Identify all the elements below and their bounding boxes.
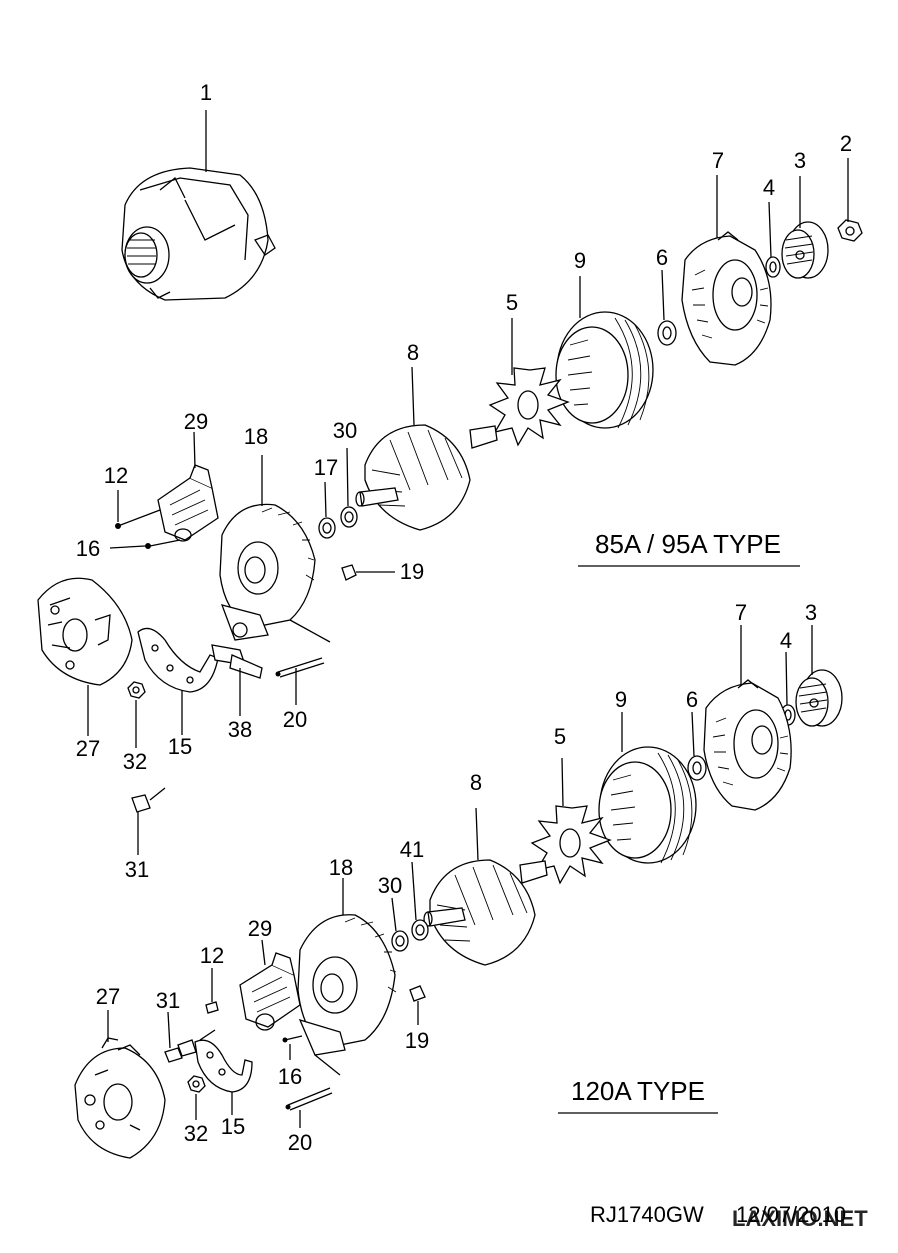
callout-29: 29 <box>184 409 208 434</box>
footer-watermark: LAXIMO.NET <box>732 1206 868 1231</box>
callout-labels-120a: 3 4 5 6 7 8 9 12 15 16 18 19 20 27 29 30… <box>96 600 817 1155</box>
callout-9: 9 <box>574 248 586 273</box>
callout-1: 1 <box>200 80 212 105</box>
callout-2: 2 <box>840 131 852 156</box>
part-15-rectifier <box>137 627 219 735</box>
callout-12: 12 <box>104 463 128 488</box>
callout-5-120a: 5 <box>554 724 566 749</box>
part-18-slip-ring-end-frame-120a <box>297 878 397 1056</box>
part-17-washer <box>318 481 336 539</box>
part-5-fan-120a <box>530 757 612 885</box>
part-41-washer <box>411 861 429 941</box>
part-9-stator-120a <box>598 712 697 864</box>
callout-17: 17 <box>314 455 338 480</box>
part-31-plug <box>131 787 166 855</box>
section-120a <box>74 625 843 1159</box>
part-32-nut-120a <box>187 1075 206 1120</box>
part-18-slip-ring-end-frame <box>219 455 316 641</box>
part-5-fan <box>488 318 570 447</box>
part-30-bearing <box>340 447 358 528</box>
part-3-pulley <box>781 176 829 279</box>
part-16-screw <box>109 539 181 549</box>
callout-labels-85a: 1 2 3 4 5 6 7 8 9 12 15 16 17 18 19 20 2… <box>76 80 852 882</box>
part-27-rear-cover-120a <box>74 1010 166 1159</box>
part-30-bearing-120a <box>391 897 409 952</box>
part-16-screw-120a <box>282 1035 303 1060</box>
part-19-plug-120a <box>409 985 426 1025</box>
callout-6: 6 <box>656 245 668 270</box>
part-32-nut <box>127 681 146 748</box>
part-12-screw-120a <box>205 968 219 1014</box>
part-29-regulator <box>157 431 219 542</box>
part-38-terminal-bolt <box>211 644 263 716</box>
callout-27-120a: 27 <box>96 984 120 1009</box>
callout-3-120a: 3 <box>805 600 817 625</box>
part-7-drive-end-frame-120a <box>703 625 792 811</box>
part-6-washer-120a <box>687 711 707 781</box>
callout-16-120a: 16 <box>278 1064 302 1089</box>
part-15-rectifier-120a <box>194 1029 253 1115</box>
callout-41-120a: 41 <box>400 837 424 862</box>
callout-38: 38 <box>228 717 252 742</box>
callout-6-120a: 6 <box>686 687 698 712</box>
callout-29-120a: 29 <box>248 916 272 941</box>
callout-5: 5 <box>506 290 518 315</box>
callout-7-120a: 7 <box>735 600 747 625</box>
part-3-pulley-120a <box>795 625 843 727</box>
callout-15-120a: 15 <box>221 1114 245 1139</box>
callout-4-120a: 4 <box>780 628 792 653</box>
part-31-plug-120a <box>164 1011 197 1063</box>
part-20-through-bolts <box>275 619 331 705</box>
callout-12-120a: 12 <box>200 943 224 968</box>
part-8-rotor <box>355 366 498 531</box>
callout-30: 30 <box>333 418 357 443</box>
callout-9-120a: 9 <box>615 687 627 712</box>
callout-8: 8 <box>407 340 419 365</box>
callout-16: 16 <box>76 536 100 561</box>
callout-4: 4 <box>763 175 775 200</box>
footer-date: 12/07/2010 <box>736 1202 846 1227</box>
part-4-spacer <box>765 201 781 278</box>
footer-diagram-code: RJ1740GW <box>590 1202 704 1227</box>
callout-32-120a: 32 <box>184 1121 208 1146</box>
callout-30-120a: 30 <box>378 873 402 898</box>
section-85a-95a <box>37 110 863 855</box>
callout-19-120a: 19 <box>405 1028 429 1053</box>
part-29-regulator-120a <box>239 939 301 1031</box>
callout-27: 27 <box>76 736 100 761</box>
part-7-drive-end-frame <box>681 175 772 366</box>
callout-31-120a: 31 <box>156 988 180 1013</box>
part-1-alternator-assembly <box>121 110 276 301</box>
part-20-through-bolts-120a <box>285 1054 341 1128</box>
part-19-plug <box>341 564 395 581</box>
callout-20-120a: 20 <box>288 1130 312 1155</box>
callout-8-120a: 8 <box>470 770 482 795</box>
part-8-rotor-120a <box>423 807 548 966</box>
part-6-washer <box>657 269 677 346</box>
section-title-120a: 120A TYPE <box>571 1076 705 1106</box>
callout-31: 31 <box>125 857 149 882</box>
section-title-85a: 85A / 95A TYPE <box>595 529 781 559</box>
callout-18-120a: 18 <box>329 855 353 880</box>
part-27-rear-cover <box>37 577 133 736</box>
part-2-nut <box>837 158 863 242</box>
callout-20: 20 <box>283 707 307 732</box>
callout-18: 18 <box>244 424 268 449</box>
callout-32: 32 <box>123 749 147 774</box>
callout-7: 7 <box>712 148 724 173</box>
part-12-screw <box>115 490 161 529</box>
callout-3: 3 <box>794 148 806 173</box>
part-9-stator <box>555 276 654 429</box>
callout-15: 15 <box>168 734 192 759</box>
callout-19: 19 <box>400 559 424 584</box>
